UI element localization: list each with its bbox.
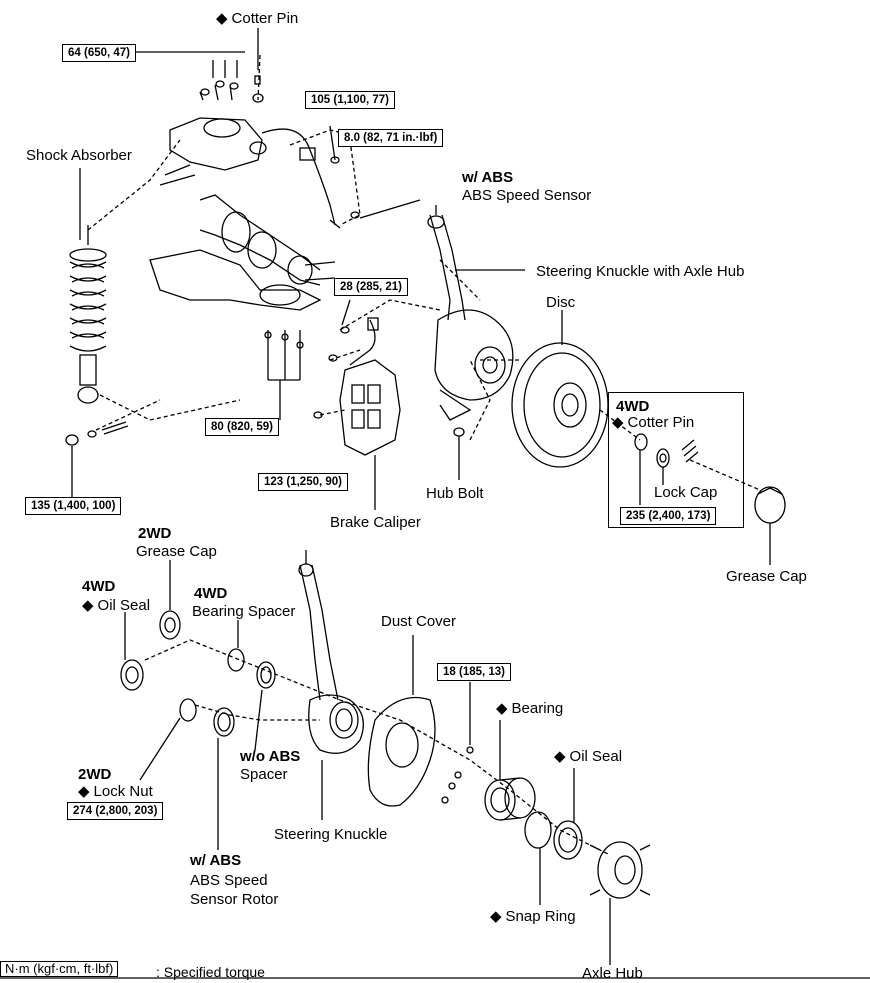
lock-nut-label: ◆Lock Nut — [78, 783, 153, 800]
torque-235: 235 (2,400, 173) — [620, 507, 717, 525]
grease-cap-right-label: Grease Cap — [726, 568, 807, 585]
snap-ring-drawing — [524, 811, 552, 905]
dust-cover-drawing — [367, 635, 474, 807]
snap-ring-label: ◆Snap Ring — [490, 908, 576, 925]
abs-speed-sensor-label: ABS Speed Sensor — [462, 187, 592, 204]
cotter-pin-top-label: ◆Cotter Pin — [216, 10, 299, 27]
hub-bolt-drawing — [453, 427, 465, 480]
brake-caliper-drawing — [313, 359, 401, 510]
non-reusable-mark: ◆ — [554, 748, 566, 765]
torque-64: 64 (650, 47) — [62, 44, 137, 62]
shock-absorber-drawing — [65, 168, 129, 497]
grease-cap-right-drawing — [754, 486, 786, 565]
non-reusable-mark: ◆ — [496, 700, 508, 717]
cotter-pin-right-label: ◆Cotter Pin — [612, 414, 695, 431]
brake-caliper-label: Brake Caliper — [330, 514, 421, 531]
lower-arm-drawing — [149, 249, 322, 413]
grease-cap-left-label: Grease Cap — [136, 543, 217, 560]
torque-18: 18 (185, 13) — [437, 663, 512, 681]
drive-shaft-drawing — [199, 194, 336, 286]
spacer-label: Spacer — [240, 766, 288, 783]
oil-seal-left-label: ◆Oil Seal — [82, 597, 151, 614]
axle-hub-drawing — [589, 841, 651, 965]
steering-knuckle-label: Steering Knuckle — [274, 826, 388, 843]
disc-label: Disc — [546, 294, 576, 311]
non-reusable-mark: ◆ — [82, 597, 94, 614]
steering-knuckle-top-drawing — [427, 205, 514, 421]
upper-arm-drawing — [159, 75, 267, 186]
oil-seal-4wd-drawing — [120, 612, 144, 691]
abs-speed-label: ABS Speed — [190, 872, 268, 889]
non-reusable-mark: ◆ — [612, 414, 624, 431]
hub-bolt-label: Hub Bolt — [426, 485, 484, 502]
shock-absorber-label: Shock Absorber — [26, 147, 132, 164]
axle-hub-label: Axle Hub — [582, 965, 643, 982]
abs-speed-sensor-drawing — [261, 128, 360, 229]
bearing-spacer-label: Bearing Spacer — [192, 603, 296, 620]
torque-80: 80 (820, 59) — [205, 418, 280, 436]
fwd-right-label: 4WD — [616, 398, 650, 415]
oil-seal-right-drawing — [553, 768, 583, 860]
twowd-grease-title: 2WD — [138, 525, 172, 542]
abs-sensor-rotor-drawing — [213, 707, 235, 850]
w-abs-top-label: w/ ABS — [462, 169, 514, 186]
steering-knuckle-bottom-drawing — [298, 550, 364, 820]
torque-28: 28 (285, 21) — [334, 278, 409, 296]
fwd-lock-cap-frame — [608, 392, 744, 528]
grease-cap-2wd-drawing — [159, 560, 181, 640]
bearing-drawing — [484, 720, 536, 821]
brake-hose-drawing — [328, 317, 379, 366]
wo-abs-label: w/o ABS — [240, 748, 301, 765]
steering-knuckle-axle-hub-label: Steering Knuckle with Axle Hub — [536, 263, 745, 280]
legend-text: : Specified torque — [156, 964, 265, 980]
lock-nut-drawing — [139, 698, 197, 781]
sensor-rotor-label: Sensor Rotor — [190, 891, 279, 908]
disc-drawing — [511, 310, 609, 468]
non-reusable-mark: ◆ — [490, 908, 502, 925]
torque-105: 105 (1,100, 77) — [305, 91, 396, 109]
fwd-spacer-title: 4WD — [194, 585, 228, 602]
bearing-spacer-drawing — [227, 620, 245, 672]
lock-cap-drawing — [634, 433, 699, 505]
non-reusable-mark: ◆ — [216, 10, 228, 27]
bearing-label: ◆Bearing — [496, 700, 564, 717]
fwd-oil-title: 4WD — [82, 578, 116, 595]
spacer-wo-abs-drawing — [254, 661, 276, 751]
torque-8: 8.0 (82, 71 in.·lbf) — [338, 129, 444, 147]
w-abs-bottom-label: w/ ABS — [190, 852, 242, 869]
legend-units-box: N·m (kgf·cm, ft·lbf) — [0, 961, 119, 977]
dust-cover-label: Dust Cover — [381, 613, 457, 630]
torque-123: 123 (1,250, 90) — [258, 473, 349, 491]
lock-cap-label: Lock Cap — [654, 484, 718, 501]
torque-274: 274 (2,800, 203) — [67, 802, 164, 820]
oil-seal-right-label: ◆Oil Seal — [554, 748, 623, 765]
twowd-lock-title: 2WD — [78, 766, 112, 783]
torque-135: 135 (1,400, 100) — [25, 497, 122, 515]
non-reusable-mark: ◆ — [78, 783, 90, 800]
